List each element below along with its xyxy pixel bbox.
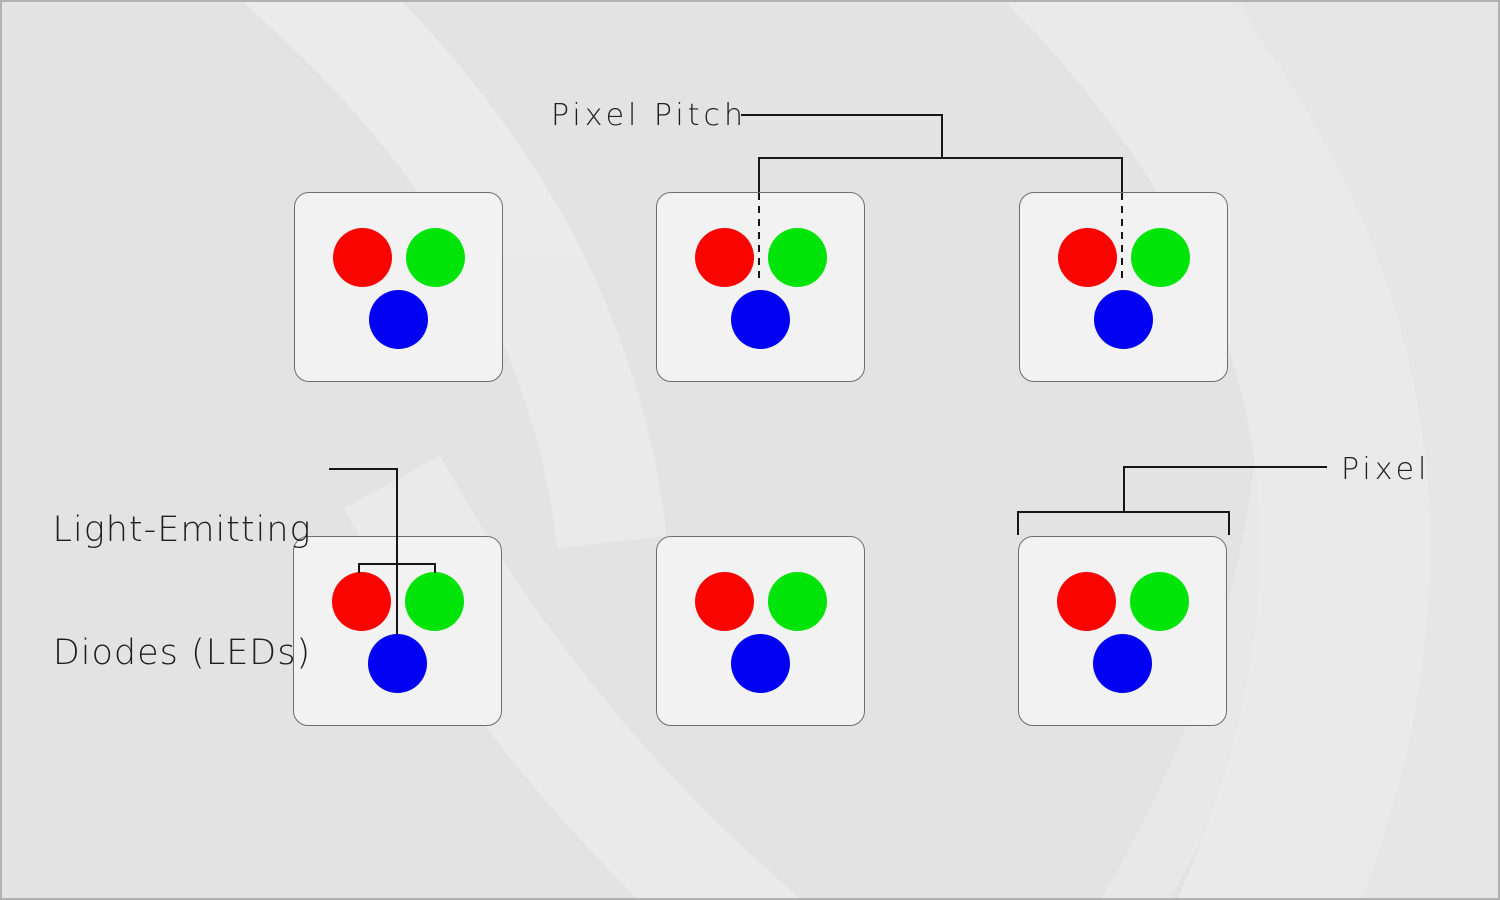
red-led: [694, 571, 754, 631]
green-led: [767, 227, 827, 287]
leds-label-line2: Diodes (LEDs): [52, 633, 312, 673]
pixel-box-top-right: [1019, 192, 1228, 382]
red-led: [1056, 571, 1116, 631]
pixel-pitch-label: Pixel Pitch: [551, 98, 747, 133]
red-led: [1057, 227, 1117, 287]
blue-led: [1093, 289, 1153, 349]
blue-led: [1092, 633, 1152, 693]
pixel-box-top-middle: [656, 192, 865, 382]
red-led: [694, 227, 754, 287]
pixel-pitch-label-line: [741, 114, 943, 158]
leds-label: Light-Emitting Diodes (LEDs): [27, 428, 337, 756]
leds-label-line1: Light-Emitting: [52, 510, 312, 550]
pixel-box-top-left: [294, 192, 503, 382]
green-led: [404, 571, 464, 631]
pixel-label: Pixel: [1341, 452, 1431, 487]
blue-led: [730, 289, 790, 349]
pixel-box-bottom-middle: [656, 536, 865, 726]
red-led: [331, 571, 391, 631]
pixel-box-bottom-right: [1018, 536, 1227, 726]
led-label-line: [329, 468, 398, 634]
red-led: [332, 227, 392, 287]
pixel-bracket: [1017, 511, 1230, 535]
green-led: [1129, 571, 1189, 631]
blue-led: [367, 633, 427, 693]
pixel-label-line: [1123, 466, 1327, 512]
blue-led: [730, 633, 790, 693]
pixel-pitch-bracket: [758, 157, 1123, 192]
led-bracket: [358, 563, 436, 573]
green-led: [767, 571, 827, 631]
green-led: [1130, 227, 1190, 287]
green-led: [405, 227, 465, 287]
blue-led: [368, 289, 428, 349]
